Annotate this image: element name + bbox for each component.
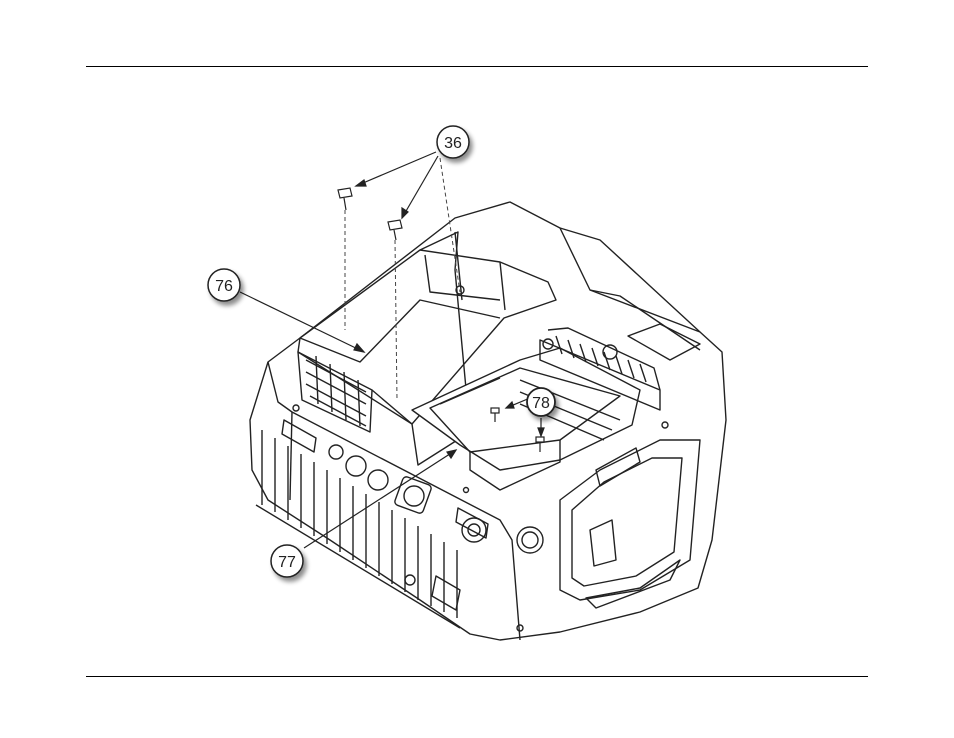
screw-36a-icon — [338, 188, 352, 210]
callout-77: 77 — [271, 545, 303, 577]
callout-36-label: 36 — [444, 135, 462, 152]
callout-78-label: 78 — [532, 395, 550, 412]
callout-76-label: 76 — [215, 278, 233, 295]
callout-77-label: 77 — [278, 554, 296, 571]
callout-36: 36 — [437, 126, 469, 158]
callout-76: 76 — [208, 269, 240, 301]
screw-36b-icon — [388, 220, 402, 240]
callout-78: 78 — [527, 388, 555, 416]
device-housing — [250, 202, 726, 640]
